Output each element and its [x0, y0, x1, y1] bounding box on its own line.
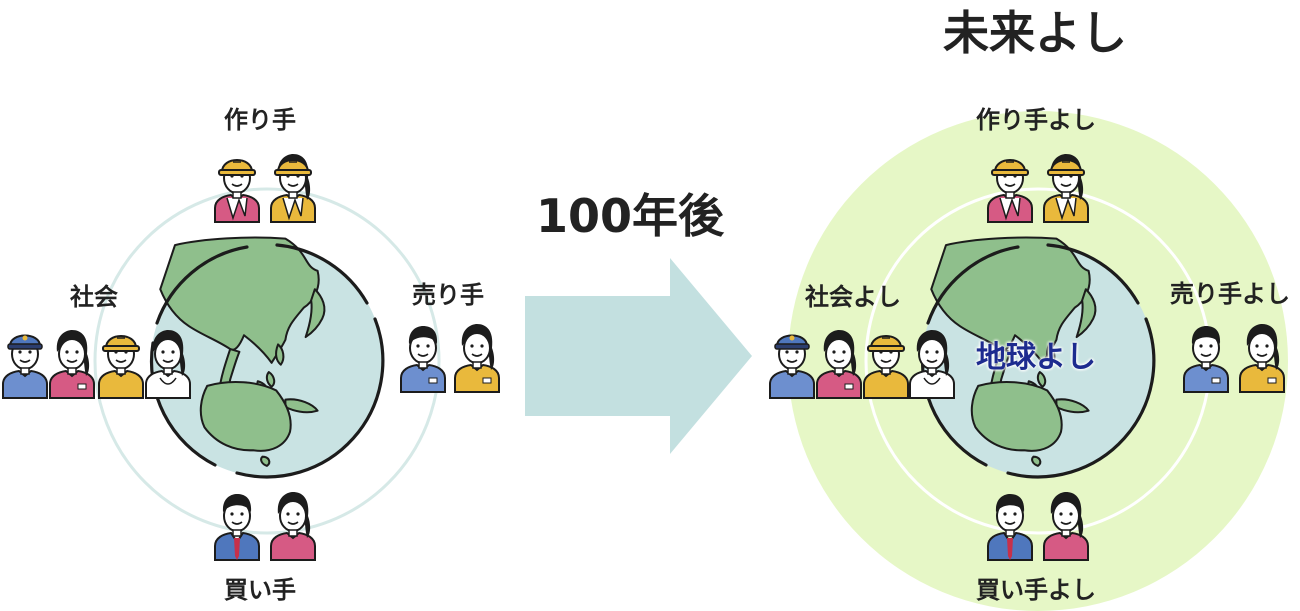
left-society-label: 社会 [70, 283, 118, 311]
earth-label: 地球よし [976, 340, 1096, 375]
right-society-label: 社会よし [805, 283, 901, 311]
left-buyer-label: 買い手 [224, 576, 296, 604]
left-earth [151, 238, 383, 477]
right-buyer-label: 買い手よし [976, 576, 1096, 604]
right-arrow-shape [525, 258, 752, 454]
left-seller-label: 売り手 [412, 281, 484, 309]
right-diagram [770, 111, 1288, 611]
left-diagram [3, 154, 499, 560]
right-seller-label: 売り手よし [1170, 280, 1290, 308]
left-orbit-ring [93, 187, 441, 535]
left-buyer-people [215, 492, 315, 560]
left-maker-label: 作り手 [224, 106, 296, 134]
arrow-label: 100年後 [535, 189, 725, 243]
page-title: 未来よし [943, 6, 1127, 60]
right-maker-label: 作り手よし [976, 106, 1096, 134]
left-seller-people [401, 324, 499, 392]
